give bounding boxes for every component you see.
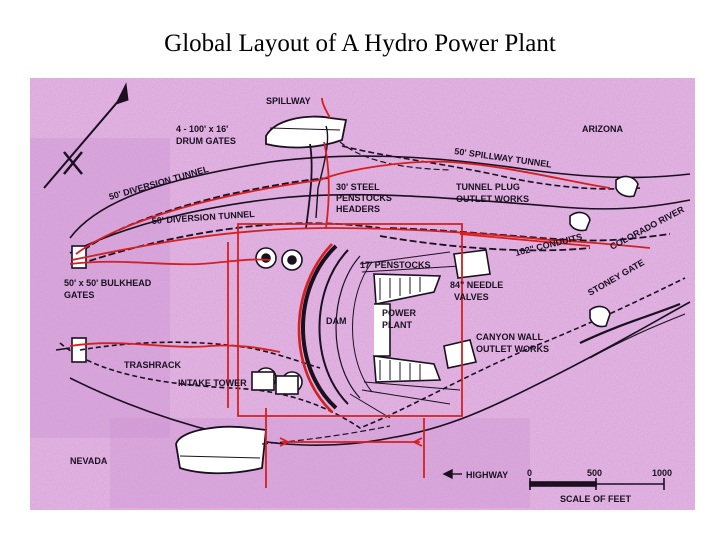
- page-title: Global Layout of A Hydro Power Plant: [164, 30, 556, 57]
- label-scale-0: 0: [527, 468, 532, 478]
- label-steel-penstocks-1: 30' STEEL: [336, 182, 380, 192]
- label-drum-gates-2: DRUM GATES: [176, 136, 236, 146]
- label-trashrack: TRASHRACK: [124, 360, 181, 370]
- label-bulkhead-gates-2: GATES: [64, 290, 94, 300]
- label-intake-tower: INTAKE TOWER: [178, 378, 247, 388]
- label-scale-of-feet: SCALE OF FEET: [560, 494, 632, 504]
- spillway-structure-bottom: [175, 425, 391, 475]
- red-annotations: [69, 97, 651, 488]
- label-bulkhead-gates-1: 50' x 50' BULKHEAD: [64, 278, 152, 288]
- canyon-outline: [59, 155, 691, 446]
- label-needle-valves-2: VALVES: [454, 292, 489, 302]
- label-tunnel-plug-2: OUTLET WORKS: [456, 194, 529, 204]
- label-power-plant-1: POWER: [382, 308, 417, 318]
- north-arrow: [43, 82, 129, 189]
- label-highway: HIGHWAY: [466, 470, 508, 480]
- label-power-plant-2: PLANT: [382, 320, 412, 330]
- label-canyon-wall-2: OUTLET WORKS: [476, 344, 549, 354]
- label-dam: DAM: [326, 316, 347, 326]
- label-scale-1000: 1000: [652, 468, 672, 478]
- label-17-penstocks: 17' PENSTOCKS: [360, 260, 431, 270]
- scale-bar: [529, 478, 665, 490]
- highway-arrow: [442, 468, 462, 480]
- outlet-works: [443, 175, 639, 369]
- paper-wash-left: [30, 138, 170, 438]
- label-arizona: ARIZONA: [582, 124, 623, 134]
- paper-wash-bottom: [110, 418, 530, 508]
- label-canyon-wall-1: CANYON WALL: [476, 332, 543, 342]
- label-steel-penstocks-2: PENSTOCKS: [336, 193, 392, 203]
- label-spillway: SPILLWAY: [266, 96, 311, 106]
- label-steel-penstocks-3: HEADERS: [336, 204, 380, 214]
- label-drum-gates-1: 4 - 100' x 16': [176, 124, 228, 134]
- label-nevada: NEVADA: [70, 456, 108, 466]
- intake-towers: [251, 371, 299, 395]
- label-tunnel-plug-1: TUNNEL PLUG: [456, 182, 520, 192]
- penstock-radials: [349, 251, 461, 419]
- dam-arch: [301, 244, 373, 410]
- label-scale-500: 500: [587, 468, 602, 478]
- hydro-plant-diagram: SPILLWAY 4 - 100' x 16' DRUM GATES ARIZO…: [30, 78, 695, 510]
- power-plant-block: [373, 273, 442, 383]
- spillway-structure: [265, 115, 451, 229]
- label-needle-valves-1: 84" NEEDLE: [450, 280, 503, 290]
